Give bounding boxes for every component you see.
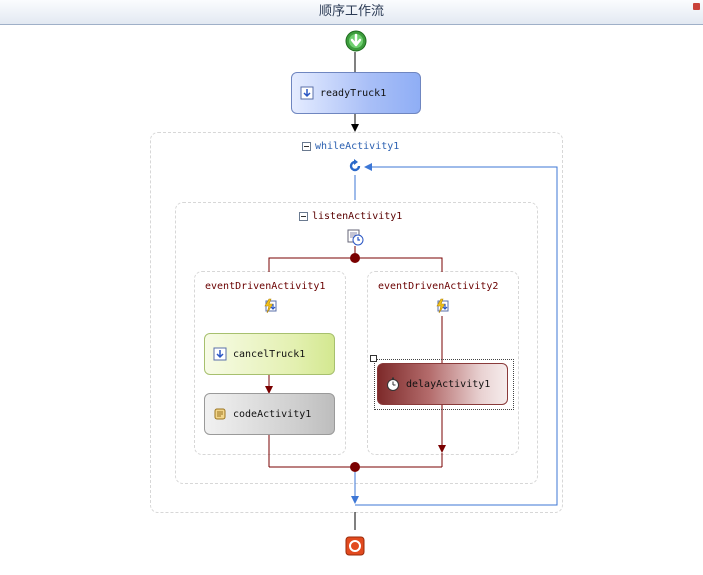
delay-activity-label: delayActivity1 — [406, 378, 491, 390]
event-driven-branch-1[interactable] — [194, 271, 346, 455]
event-driven-1-header: eventDrivenActivity1 — [205, 281, 325, 292]
event-driven-1-label: eventDrivenActivity1 — [205, 281, 326, 292]
start-icon[interactable] — [345, 30, 367, 52]
listen-activity-header: listenActivity1 — [299, 211, 402, 222]
cancel-truck-label: cancelTruck1 — [233, 348, 306, 360]
lightning-event-icon — [264, 298, 277, 314]
listen-clock-icon — [347, 229, 364, 246]
while-activity-container[interactable] — [150, 132, 563, 513]
selection-handle[interactable] — [370, 355, 377, 362]
listen-split-node — [350, 253, 360, 263]
code-activity-label: codeActivity1 — [233, 408, 312, 420]
event-sink-icon — [300, 86, 314, 100]
scroll-indicator-icon[interactable] — [693, 3, 700, 10]
while-activity-header: whileActivity1 — [302, 141, 399, 152]
code-activity[interactable]: codeActivity1 — [204, 393, 335, 435]
loop-refresh-icon — [349, 159, 361, 172]
ready-truck-activity[interactable]: readyTruck1 — [291, 72, 421, 114]
event-sink-icon — [213, 347, 227, 361]
ready-truck-label: readyTruck1 — [320, 87, 387, 99]
loop-back-line — [355, 163, 558, 506]
while-activity-label: whileActivity1 — [315, 141, 400, 152]
event-driven-2-header: eventDrivenActivity2 — [378, 281, 498, 292]
delay-activity[interactable]: delayActivity1 — [377, 363, 508, 405]
listen-activity-label: listenActivity1 — [312, 211, 403, 222]
end-icon[interactable] — [345, 536, 365, 556]
lightning-event-icon — [436, 298, 449, 314]
event-driven-branch-2[interactable] — [367, 271, 519, 455]
scroll-code-icon — [214, 408, 226, 420]
event-driven-2-label: eventDrivenActivity2 — [378, 281, 499, 292]
cancel-truck-activity[interactable]: cancelTruck1 — [204, 333, 335, 375]
collapse-button-listen[interactable] — [299, 212, 308, 221]
listen-join-node — [350, 462, 360, 472]
designer-title: 顺序工作流 — [318, 4, 384, 19]
listen-activity-container[interactable] — [175, 202, 538, 484]
selection-frame — [374, 359, 514, 410]
designer-title-bar: 顺序工作流 — [0, 0, 703, 25]
collapse-button-while[interactable] — [302, 142, 311, 151]
stopwatch-icon — [387, 377, 399, 391]
